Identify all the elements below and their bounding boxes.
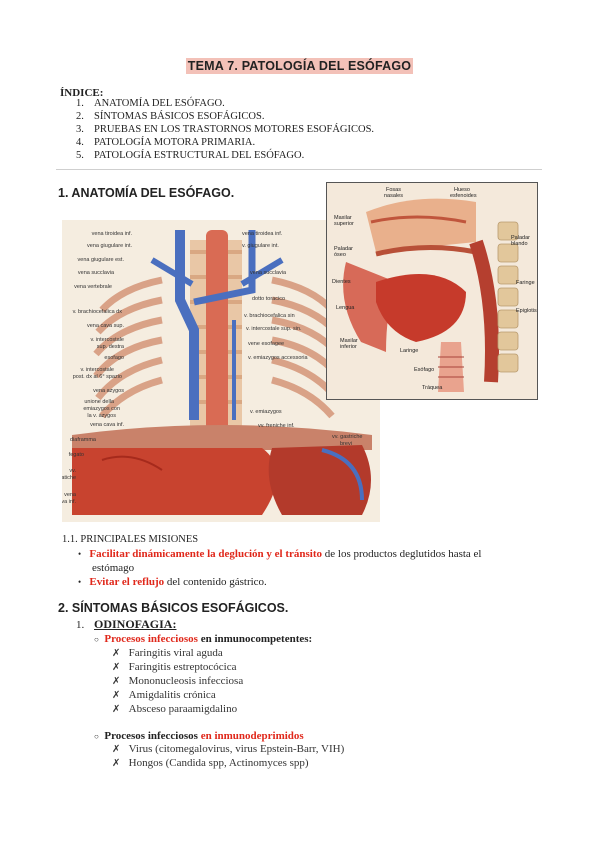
svg-text:emiazygos con: emiazygos con <box>83 406 120 412</box>
group1-heading: ○ Procesos infecciosos en inmunocompeten… <box>94 633 313 645</box>
circle-bullet-icon: ○ <box>94 635 99 644</box>
section2-heading: 2. SÍNTOMAS BÁSICOS ESOFÁGICOS. <box>58 601 289 615</box>
svg-text:vv.: vv. <box>69 468 76 474</box>
svg-text:vena giugulare est.: vena giugulare est. <box>78 257 125 263</box>
svg-text:vena cava inf.: vena cava inf. <box>90 422 124 428</box>
svg-text:blando: blando <box>511 241 528 247</box>
index-item-4: 4.PATOLOGÍA MOTORA PRIMARIA. <box>76 137 256 148</box>
circle-bullet-icon: ○ <box>94 732 99 741</box>
section1-heading: 1. ANATOMÍA DEL ESÓFAGO. <box>58 186 235 200</box>
x-mark-icon: ✗ <box>112 662 121 673</box>
group1-item: ✗ Faringitis estreptocócica <box>112 661 237 673</box>
svg-text:v. brachiocefalica sin: v. brachiocefalica sin <box>244 313 295 319</box>
svg-text:vena azygos: vena azygos <box>93 388 124 394</box>
svg-text:cava inf.: cava inf. <box>62 499 76 505</box>
svg-text:vena tiroidea inf.: vena tiroidea inf. <box>92 231 133 237</box>
svg-text:vena vertebrale: vena vertebrale <box>74 284 112 290</box>
svg-text:vena giugulare int.: vena giugulare int. <box>87 243 132 249</box>
x-mark-icon: ✗ <box>112 744 121 755</box>
svg-text:Paladar: Paladar <box>334 246 353 252</box>
index-label: ÍNDICE: <box>60 87 104 99</box>
svg-text:esofago: esofago <box>104 355 124 361</box>
svg-text:fegato: fegato <box>69 452 84 458</box>
svg-text:v. intercostale sup. sin.: v. intercostale sup. sin. <box>246 326 302 332</box>
x-mark-icon: ✗ <box>112 648 121 659</box>
svg-text:unione della: unione della <box>84 399 115 405</box>
svg-text:esfenoides: esfenoides <box>450 193 477 199</box>
svg-text:superior: superior <box>334 221 354 227</box>
svg-text:Fosas: Fosas <box>386 187 401 193</box>
svg-text:Laringe: Laringe <box>400 348 418 354</box>
x-mark-icon: ✗ <box>112 758 121 769</box>
group1-item: ✗ Absceso paraamigdalino <box>112 703 238 715</box>
mission-item-2: • Evitar el reflujo del contenido gástri… <box>78 576 267 588</box>
svg-text:la v. azygos: la v. azygos <box>87 413 116 419</box>
group1-item: ✗ Faringitis viral aguda <box>112 647 223 659</box>
bullet-icon: • <box>78 577 82 587</box>
svg-text:v. brachiocefalica dx: v. brachiocefalica dx <box>73 309 123 315</box>
x-mark-icon: ✗ <box>112 704 121 715</box>
index-item-3: 3.PRUEBAS EN LOS TRASTORNOS MOTORES ESOF… <box>76 124 375 135</box>
svg-text:vena succlavia: vena succlavia <box>250 270 287 276</box>
x-mark-icon: ✗ <box>112 690 121 701</box>
svg-text:vena tiroidea inf.: vena tiroidea inf. <box>242 231 283 237</box>
svg-text:v. intercostale: v. intercostale <box>80 367 114 373</box>
svg-text:Lengua: Lengua <box>336 305 355 311</box>
svg-text:nasales: nasales <box>384 193 403 199</box>
svg-text:sup. destra: sup. destra <box>97 344 125 350</box>
index-item-5: 5.PATOLOGÍA ESTRUCTURAL DEL ESÓFAGO. <box>76 150 305 161</box>
mission-item-1: • Facilitar dinámicamente la deglución y… <box>78 548 482 560</box>
svg-text:vv. freniche inf.: vv. freniche inf. <box>258 423 295 429</box>
group2-item: ✗ Virus (citomegalovirus, virus Epstein-… <box>112 743 345 755</box>
svg-text:vv. gastriche: vv. gastriche <box>332 434 362 440</box>
index-item-1: 1.ANATOMÍA DEL ESÓFAGO. <box>76 98 225 109</box>
svg-text:Esófago: Esófago <box>414 367 434 373</box>
svg-text:v. emiazygos: v. emiazygos <box>250 409 282 415</box>
group2-heading: ○ Procesos infecciosos en inmunodeprimid… <box>94 730 304 742</box>
svg-text:Paladar: Paladar <box>511 235 530 241</box>
svg-text:vena: vena <box>64 492 77 498</box>
svg-text:v. intercostale: v. intercostale <box>90 337 124 343</box>
bullet-icon: • <box>78 549 82 559</box>
index-item-2: 2.SÍNTOMAS BÁSICOS ESOFÁGICOS. <box>76 111 265 122</box>
svg-text:diaframma: diaframma <box>70 437 97 443</box>
svg-text:Tráquea: Tráquea <box>422 385 443 391</box>
svg-text:post. dx al 6° spazio: post. dx al 6° spazio <box>73 374 122 380</box>
svg-text:Dientes: Dientes <box>332 279 351 285</box>
svg-text:Maxilar: Maxilar <box>334 215 352 221</box>
svg-text:vena succlavia: vena succlavia <box>78 270 115 276</box>
svg-text:Epiglotis: Epiglotis <box>516 308 537 314</box>
missions-subheading: 1.1. PRINCIPALES MISIONES <box>62 534 199 545</box>
odinofagia-item: 1.ODINOFAGIA: <box>76 617 177 631</box>
group1-item: ✗ Amigdalitis crónica <box>112 689 216 701</box>
svg-text:Hueso: Hueso <box>454 187 470 193</box>
svg-text:v. emiazygos accessoria: v. emiazygos accessoria <box>248 355 308 361</box>
svg-text:epatiche: epatiche <box>62 475 76 481</box>
svg-text:v. giugulare int.: v. giugulare int. <box>242 243 279 249</box>
svg-text:Faringe: Faringe <box>516 280 535 286</box>
page-title: TEMA 7. PATOLOGÍA DEL ESÓFAGO <box>185 58 414 74</box>
svg-text:dotto toracico: dotto toracico <box>252 296 285 302</box>
mission-item-1-cont: estómago <box>92 562 135 574</box>
group1-item: ✗ Mononucleosis infecciosa <box>112 675 244 687</box>
svg-text:Maxilar: Maxilar <box>340 338 358 344</box>
svg-text:brevi: brevi <box>340 441 352 447</box>
svg-text:óseo: óseo <box>334 252 346 258</box>
svg-text:vene esofagee: vene esofagee <box>248 341 284 347</box>
divider <box>56 169 542 170</box>
svg-text:vena cava sup.: vena cava sup. <box>87 323 124 329</box>
x-mark-icon: ✗ <box>112 676 121 687</box>
group2-item: ✗ Hongos (Candida spp, Actinomyces spp) <box>112 757 309 769</box>
svg-text:inferior: inferior <box>340 344 357 350</box>
